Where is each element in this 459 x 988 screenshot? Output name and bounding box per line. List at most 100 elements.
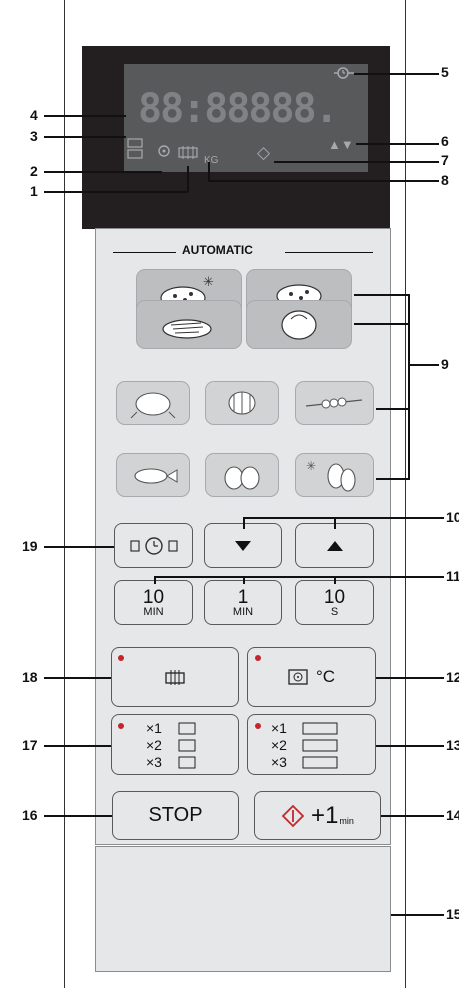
down-button[interactable]: [204, 523, 282, 568]
up-down-indicator: ▲▼: [328, 137, 354, 152]
meat-pieces-icon: [224, 466, 260, 490]
combi-mode-indicator: [255, 723, 261, 729]
callout-11-riser-1: [154, 576, 156, 584]
fish-button[interactable]: [116, 453, 190, 497]
callout-6: 6: [441, 133, 449, 149]
grill-level-2: ×2: [146, 737, 162, 753]
start-plus-one-button[interactable]: +1 min: [254, 791, 381, 840]
callout-9: 9: [441, 356, 449, 372]
callout-12: 12: [446, 669, 459, 685]
callout-18-line: [44, 677, 111, 679]
ten-minutes-button[interactable]: 10 MIN: [114, 580, 193, 625]
hot-air-indicator: [255, 655, 261, 661]
callout-1: 1: [30, 183, 38, 199]
grill-level-1: ×1: [146, 720, 162, 736]
automatic-title: AUTOMATIC: [182, 243, 253, 257]
callout-10-riser-right: [334, 517, 336, 529]
grill-icon: [165, 670, 185, 685]
ten-minutes-value: 10: [142, 586, 165, 608]
ten-seconds-button[interactable]: 10 S: [295, 580, 374, 625]
kg-indicator: KG: [204, 155, 219, 166]
callout-9-arm-3: [376, 408, 410, 410]
meat-pieces-button[interactable]: [205, 453, 279, 497]
combi-level-2: ×2: [271, 737, 287, 753]
ten-seconds-value: 10: [323, 586, 346, 608]
bottom-plate: [95, 846, 391, 972]
automatic-rule-right: [285, 252, 373, 253]
skewer-button[interactable]: [295, 381, 374, 425]
callout-5-line: [354, 73, 439, 75]
callout-17-line: [44, 745, 111, 747]
callout-15-line: [391, 914, 444, 916]
clock-icon: [129, 536, 178, 555]
combi-level-1: ×1: [271, 720, 287, 736]
callout-12-line: [376, 677, 444, 679]
callout-11-line: [154, 576, 444, 578]
ten-minutes-unit: MIN: [143, 605, 164, 618]
grill-level-3: ×3: [146, 754, 162, 770]
callout-4-line: [44, 115, 126, 117]
stop-label: STOP: [148, 804, 203, 826]
clock-indicator-icon: [334, 67, 354, 79]
combi-level-3: ×3: [271, 754, 287, 770]
one-minute-button[interactable]: 1 MIN: [204, 580, 282, 625]
callout-1-line: [44, 191, 188, 193]
fries-button[interactable]: [136, 300, 242, 349]
fan-icon: [288, 669, 308, 685]
callout-2: 2: [30, 163, 38, 179]
callout-11: 11: [446, 568, 459, 584]
stop-button[interactable]: STOP: [112, 791, 239, 840]
callout-9-line: [409, 364, 439, 366]
up-button[interactable]: [295, 523, 374, 568]
clock-button[interactable]: [114, 523, 193, 568]
grill-level-icons: [178, 722, 196, 769]
svg-text:✳: ✳: [203, 275, 214, 290]
callout-9-arm-1: [354, 294, 410, 296]
callout-16-line: [44, 815, 112, 817]
callout-6-line: [356, 143, 439, 145]
callout-8-riser: [208, 162, 210, 180]
hot-air-button[interactable]: °C: [247, 647, 376, 707]
chicken-button[interactable]: [116, 381, 190, 425]
callout-18: 18: [22, 669, 38, 685]
callout-11-riser-2: [243, 576, 245, 584]
callout-14-line: [381, 815, 444, 817]
display-mode-icons: [127, 138, 198, 159]
fish-icon: [134, 468, 178, 484]
plus-one-unit: min: [339, 815, 354, 826]
frozen-chicken-legs-button[interactable]: ✳: [295, 453, 374, 497]
callout-7-line: [274, 161, 439, 163]
callout-8: 8: [441, 172, 449, 188]
callout-10: 10: [446, 509, 459, 525]
callout-17: 17: [22, 737, 38, 753]
bread-icon: [281, 310, 317, 340]
callout-9-arm-2: [354, 323, 410, 325]
roast-icon: [228, 391, 256, 415]
bread-button[interactable]: [246, 300, 352, 349]
callout-3-line: [44, 136, 126, 138]
callout-2-line: [44, 171, 162, 173]
grill-button[interactable]: [111, 647, 239, 707]
panel-outline: [64, 0, 406, 988]
callout-14: 14: [446, 807, 459, 823]
one-minute-unit: MIN: [232, 605, 254, 618]
one-minute-value: 1: [237, 586, 249, 608]
grill-combi-button[interactable]: [111, 714, 239, 775]
chicken-icon: [130, 392, 176, 419]
callout-13-line: [376, 745, 444, 747]
grill-indicator: [118, 655, 124, 661]
callout-15: 15: [446, 906, 459, 922]
callout-16: 16: [22, 807, 38, 823]
grill-combi-indicator: [118, 723, 124, 729]
svg-text:✳: ✳: [306, 459, 316, 473]
down-arrow-icon: [235, 540, 251, 551]
start-icon: [281, 804, 305, 827]
callout-3: 3: [30, 128, 38, 144]
callout-7: 7: [441, 152, 449, 168]
combi-mode-button[interactable]: [247, 714, 376, 775]
roast-button[interactable]: [205, 381, 279, 425]
callout-4: 4: [30, 107, 38, 123]
fries-icon: [162, 319, 212, 339]
up-arrow-icon: [326, 540, 343, 551]
callout-10-riser-left: [243, 517, 245, 529]
